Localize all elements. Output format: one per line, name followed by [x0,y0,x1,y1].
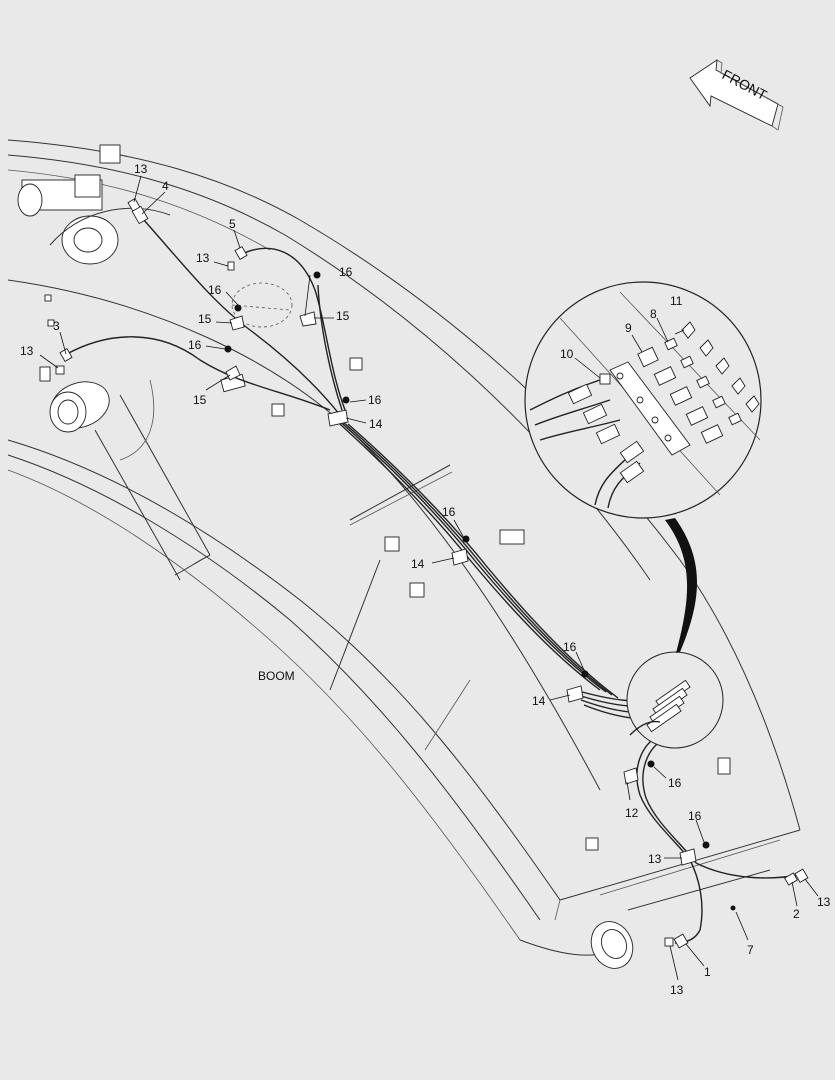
manifold-detail-large [524,281,762,519]
callout-16: 16 [208,283,222,297]
callout-15: 15 [198,312,212,326]
callout-14: 14 [532,694,546,708]
leader-lines [39,175,819,981]
clamp-bolts [224,271,736,911]
front-direction-arrow: FRONT [689,59,784,131]
callout-7: 7 [747,943,754,957]
callout-16: 16 [563,640,577,654]
callout-4: 4 [162,179,169,193]
callout-13: 13 [196,251,210,265]
boom-structure [7,139,801,969]
manifold-detail-small [626,651,724,749]
callout-15: 15 [193,393,207,407]
zoom-pointer [665,518,698,653]
callout-3: 3 [53,319,60,333]
callout-12: 13 [648,852,662,866]
boom-brackets [39,294,731,851]
callout-16: 16 [688,809,702,823]
callout-15: 15 [336,309,350,323]
callout-labels: 13 4 5 13 16 16 15 15 3 13 16 15 16 14 1… [20,162,831,997]
callout-2: 2 [793,907,800,921]
callout-16: 16 [442,505,456,519]
callout-8: 8 [650,307,657,321]
callout-16: 16 [339,265,353,279]
hose-fittings [55,198,809,949]
boom-label: BOOM [258,669,295,683]
callout-13: 13 [134,162,148,176]
callout-16: 16 [188,338,202,352]
callout-12: 12 [625,806,639,820]
hose-clamps [225,311,697,866]
callout-10: 10 [560,347,574,361]
callout-16: 16 [368,393,382,407]
callout-1: 1 [704,965,711,979]
callout-14: 14 [369,417,383,431]
callout-13: 13 [670,983,684,997]
callout-5: 5 [229,217,236,231]
callout-14: 14 [411,557,425,571]
callout-13: 13 [817,895,831,909]
callout-9: 9 [625,321,632,335]
boom-foot-assembly [17,144,293,581]
callout-11: 11 [670,294,683,308]
callout-16: 16 [668,776,682,790]
hydraulic-hose-bundle [64,209,801,944]
callout-13: 13 [20,344,34,358]
